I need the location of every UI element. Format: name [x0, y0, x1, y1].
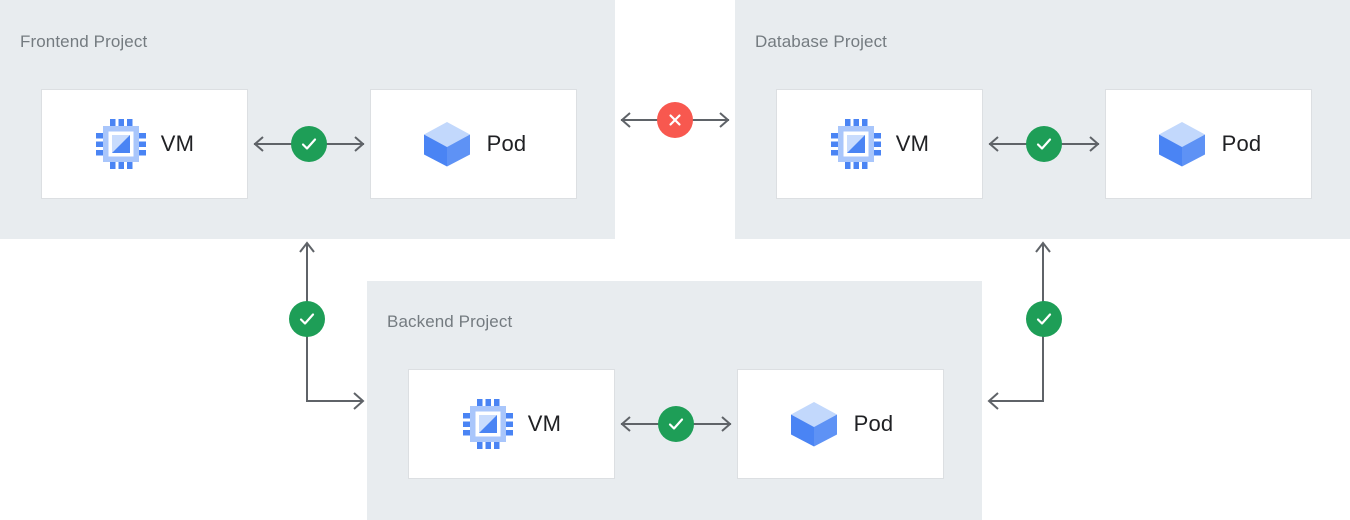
- card-label-frontend-pod: Pod: [486, 131, 527, 156]
- check-icon: [299, 313, 315, 325]
- card-frontend-pod[interactable]: Pod: [370, 89, 577, 199]
- card-database-pod[interactable]: Pod: [1105, 89, 1312, 199]
- status-badge-frontend-internal[interactable]: [291, 126, 327, 162]
- status-badge-frontend-backend[interactable]: [289, 301, 325, 337]
- check-icon: [1036, 138, 1052, 150]
- vm-chip-icon: [462, 398, 514, 450]
- status-badge-database-backend[interactable]: [1026, 301, 1062, 337]
- check-icon: [668, 418, 684, 430]
- status-badge-database-internal[interactable]: [1026, 126, 1062, 162]
- check-icon: [1036, 313, 1052, 325]
- panel-title-frontend: Frontend Project: [20, 32, 148, 51]
- card-backend-pod[interactable]: Pod: [737, 369, 944, 479]
- check-icon: [301, 138, 317, 150]
- status-badge-backend-internal[interactable]: [658, 406, 694, 442]
- card-label-frontend-vm: VM: [160, 131, 195, 156]
- card-label-backend-vm: VM: [527, 411, 562, 436]
- vm-chip-icon: [95, 118, 147, 170]
- pod-cube-icon: [1156, 118, 1208, 170]
- card-database-vm[interactable]: VM: [776, 89, 983, 199]
- card-label-database-vm: VM: [895, 131, 930, 156]
- close-icon: [669, 114, 681, 126]
- pod-cube-icon: [788, 398, 840, 450]
- panel-title-backend: Backend Project: [387, 312, 513, 331]
- card-label-database-pod: Pod: [1221, 131, 1262, 156]
- card-label-backend-pod: Pod: [853, 411, 894, 436]
- panel-title-database: Database Project: [755, 32, 888, 51]
- pod-cube-icon: [421, 118, 473, 170]
- status-badge-frontend-database[interactable]: [657, 102, 693, 138]
- card-frontend-vm[interactable]: VM: [41, 89, 248, 199]
- vm-chip-icon: [830, 118, 882, 170]
- card-backend-vm[interactable]: VM: [408, 369, 615, 479]
